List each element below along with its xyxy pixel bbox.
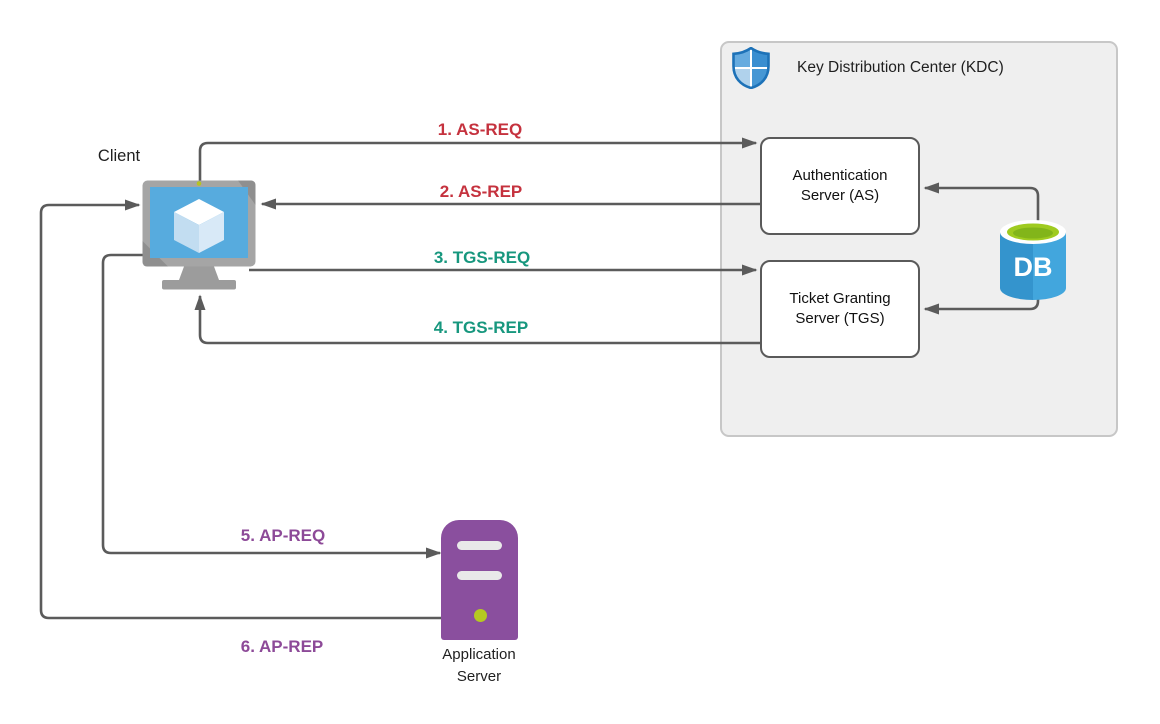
arrow-tgs-rep [194,294,760,345]
arrow-ap-req [101,253,442,559]
server-led [474,609,487,622]
application-server-label: Application Server [442,646,516,685]
kdc-title: Key Distribution Center (KDC) [797,59,1004,76]
authentication-server-box: Authentication Server (AS) [760,137,920,235]
database-icon: DB [1000,220,1066,300]
application-server-icon [441,520,518,640]
message-label-ap-req: 5. AP-REQ [240,526,326,545]
ticket-granting-server-label: Ticket Granting Server (TGS) [789,290,891,327]
arrow-as-req [198,137,758,182]
client-label: Client [97,147,141,165]
message-label-as-req: 1. AS-REQ [437,120,523,139]
server-slot [457,571,502,580]
message-label-tgs-req: 3. TGS-REQ [433,248,531,267]
server-slot [457,541,502,550]
database-label: DB [1014,252,1053,282]
arrow-ap-rep [39,199,443,620]
message-label-ap-rep: 6. AP-REP [240,637,324,656]
authentication-server-label: Authentication Server (AS) [792,167,888,204]
message-label-as-rep: 2. AS-REP [439,182,523,201]
shield-icon [732,47,770,89]
ticket-granting-server-box: Ticket Granting Server (TGS) [760,260,920,358]
db-to-as-arrow [923,182,1040,226]
db-to-tgs-arrow [923,294,1040,315]
message-label-tgs-rep: 4. TGS-REP [433,318,529,337]
client-monitor-icon [142,180,256,290]
